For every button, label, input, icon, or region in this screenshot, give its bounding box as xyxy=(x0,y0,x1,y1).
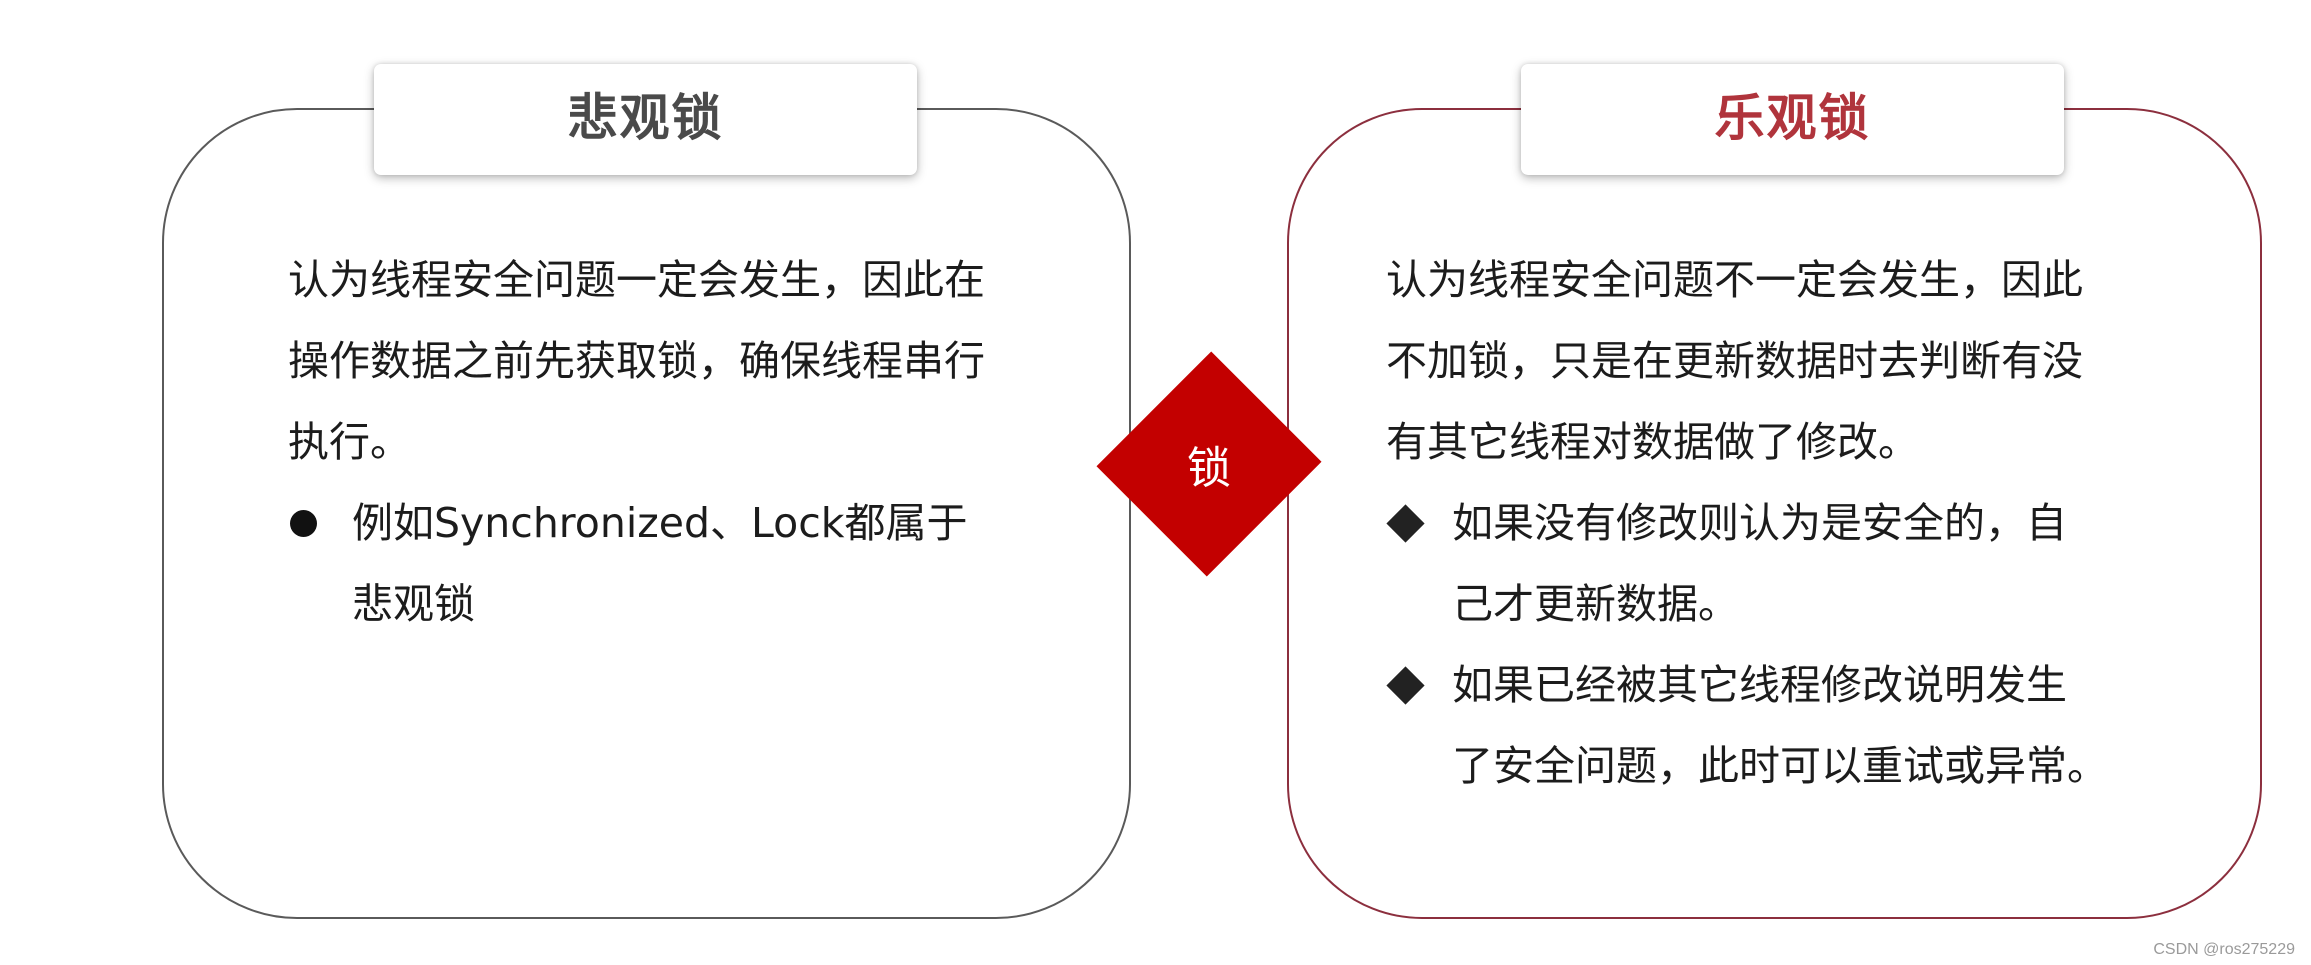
description-line: 认为线程安全问题一定会发生，因此在 xyxy=(288,256,985,304)
bullet-line: 例如Synchronized、Lock都属于 xyxy=(352,499,968,547)
optimistic-bullet-item: 如果已经被其它线程修改说明发生 了安全问题，此时可以重试或异常。 xyxy=(1386,645,2166,807)
description-line: 操作数据之前先获取锁，确保线程串行 xyxy=(288,337,985,385)
bullet-line: 悲观锁 xyxy=(352,580,475,628)
bullet-line: 如果已经被其它线程修改说明发生 xyxy=(1452,661,2067,709)
diamond-bullet-icon xyxy=(1386,504,1425,543)
filled-circle-bullet-icon xyxy=(290,510,317,537)
pessimistic-lock-content: 认为线程安全问题一定会发生，因此在 操作数据之前先获取锁，确保线程串行 执行。 … xyxy=(288,240,1058,645)
optimistic-lock-title-tab: 乐观锁 xyxy=(1521,64,2064,175)
diamond-bullet-icon xyxy=(1386,666,1425,705)
bullet-line: 如果没有修改则认为是安全的，自 xyxy=(1452,499,2067,547)
bullet-line: 了安全问题，此时可以重试或异常。 xyxy=(1452,742,2108,790)
optimistic-bullet-item: 如果没有修改则认为是安全的，自 己才更新数据。 xyxy=(1386,483,2166,645)
description-line: 执行。 xyxy=(288,418,411,466)
description-line: 有其它线程对数据做了修改。 xyxy=(1386,418,1919,466)
optimistic-description: 认为线程安全问题不一定会发生，因此 不加锁，只是在更新数据时去判断有没 有其它线… xyxy=(1386,240,2166,483)
pessimistic-description: 认为线程安全问题一定会发生，因此在 操作数据之前先获取锁，确保线程串行 执行。 xyxy=(288,240,1058,483)
watermark: CSDN @ros275229 xyxy=(2153,941,2295,958)
pessimistic-lock-card xyxy=(162,108,1131,919)
lock-diamond-label: 锁 xyxy=(1131,386,1287,542)
pessimistic-lock-title-tab: 悲观锁 xyxy=(374,64,917,175)
pessimistic-bullet-item: 例如Synchronized、Lock都属于 悲观锁 xyxy=(288,483,1058,645)
optimistic-lock-card xyxy=(1287,108,2262,919)
description-line: 不加锁，只是在更新数据时去判断有没 xyxy=(1386,337,2083,385)
description-line: 认为线程安全问题不一定会发生，因此 xyxy=(1386,256,2083,304)
optimistic-lock-title: 乐观锁 xyxy=(1714,88,1871,147)
pessimistic-lock-title: 悲观锁 xyxy=(567,88,724,147)
lock-label-text: 锁 xyxy=(1187,443,1231,494)
bullet-line: 己才更新数据。 xyxy=(1452,580,1739,628)
optimistic-lock-content: 认为线程安全问题不一定会发生，因此 不加锁，只是在更新数据时去判断有没 有其它线… xyxy=(1386,240,2166,807)
